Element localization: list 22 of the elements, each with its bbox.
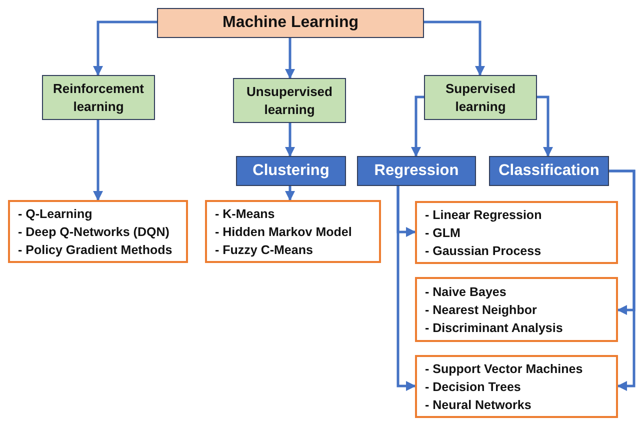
title-box: Machine Learning (157, 8, 424, 38)
category-box: Unsupervised learning (233, 78, 346, 123)
method-list-box: - Q-Learning - Deep Q-Networks (DQN) - Policy Gradient Methods (8, 200, 188, 263)
subcategory-box: Clustering (236, 156, 346, 186)
subcategory-box: Regression (357, 156, 476, 186)
subcategory-box: Classification (489, 156, 609, 186)
category-box: Reinforcement learning (42, 75, 155, 120)
arrow (396, 186, 416, 391)
arrow (609, 170, 636, 391)
method-list-box: - Support Vector Machines - Decision Trees - Neural Networks (415, 355, 618, 418)
arrow (424, 20, 485, 76)
arrow (285, 186, 295, 201)
arrow (93, 120, 103, 201)
arrow (285, 38, 295, 79)
arrow (537, 96, 553, 157)
category-box: Supervised learning (424, 75, 537, 120)
method-list-box: - Naive Bayes - Nearest Neighbor - Discriminant Analysis (415, 277, 618, 342)
arrow (411, 96, 424, 157)
arrow (285, 123, 295, 157)
method-list-box: - Linear Regression - GLM - Gaussian Process (415, 201, 618, 264)
method-list-box: - K-Means - Hidden Markov Model - Fuzzy C-Means (205, 200, 381, 263)
arrow (93, 20, 157, 76)
